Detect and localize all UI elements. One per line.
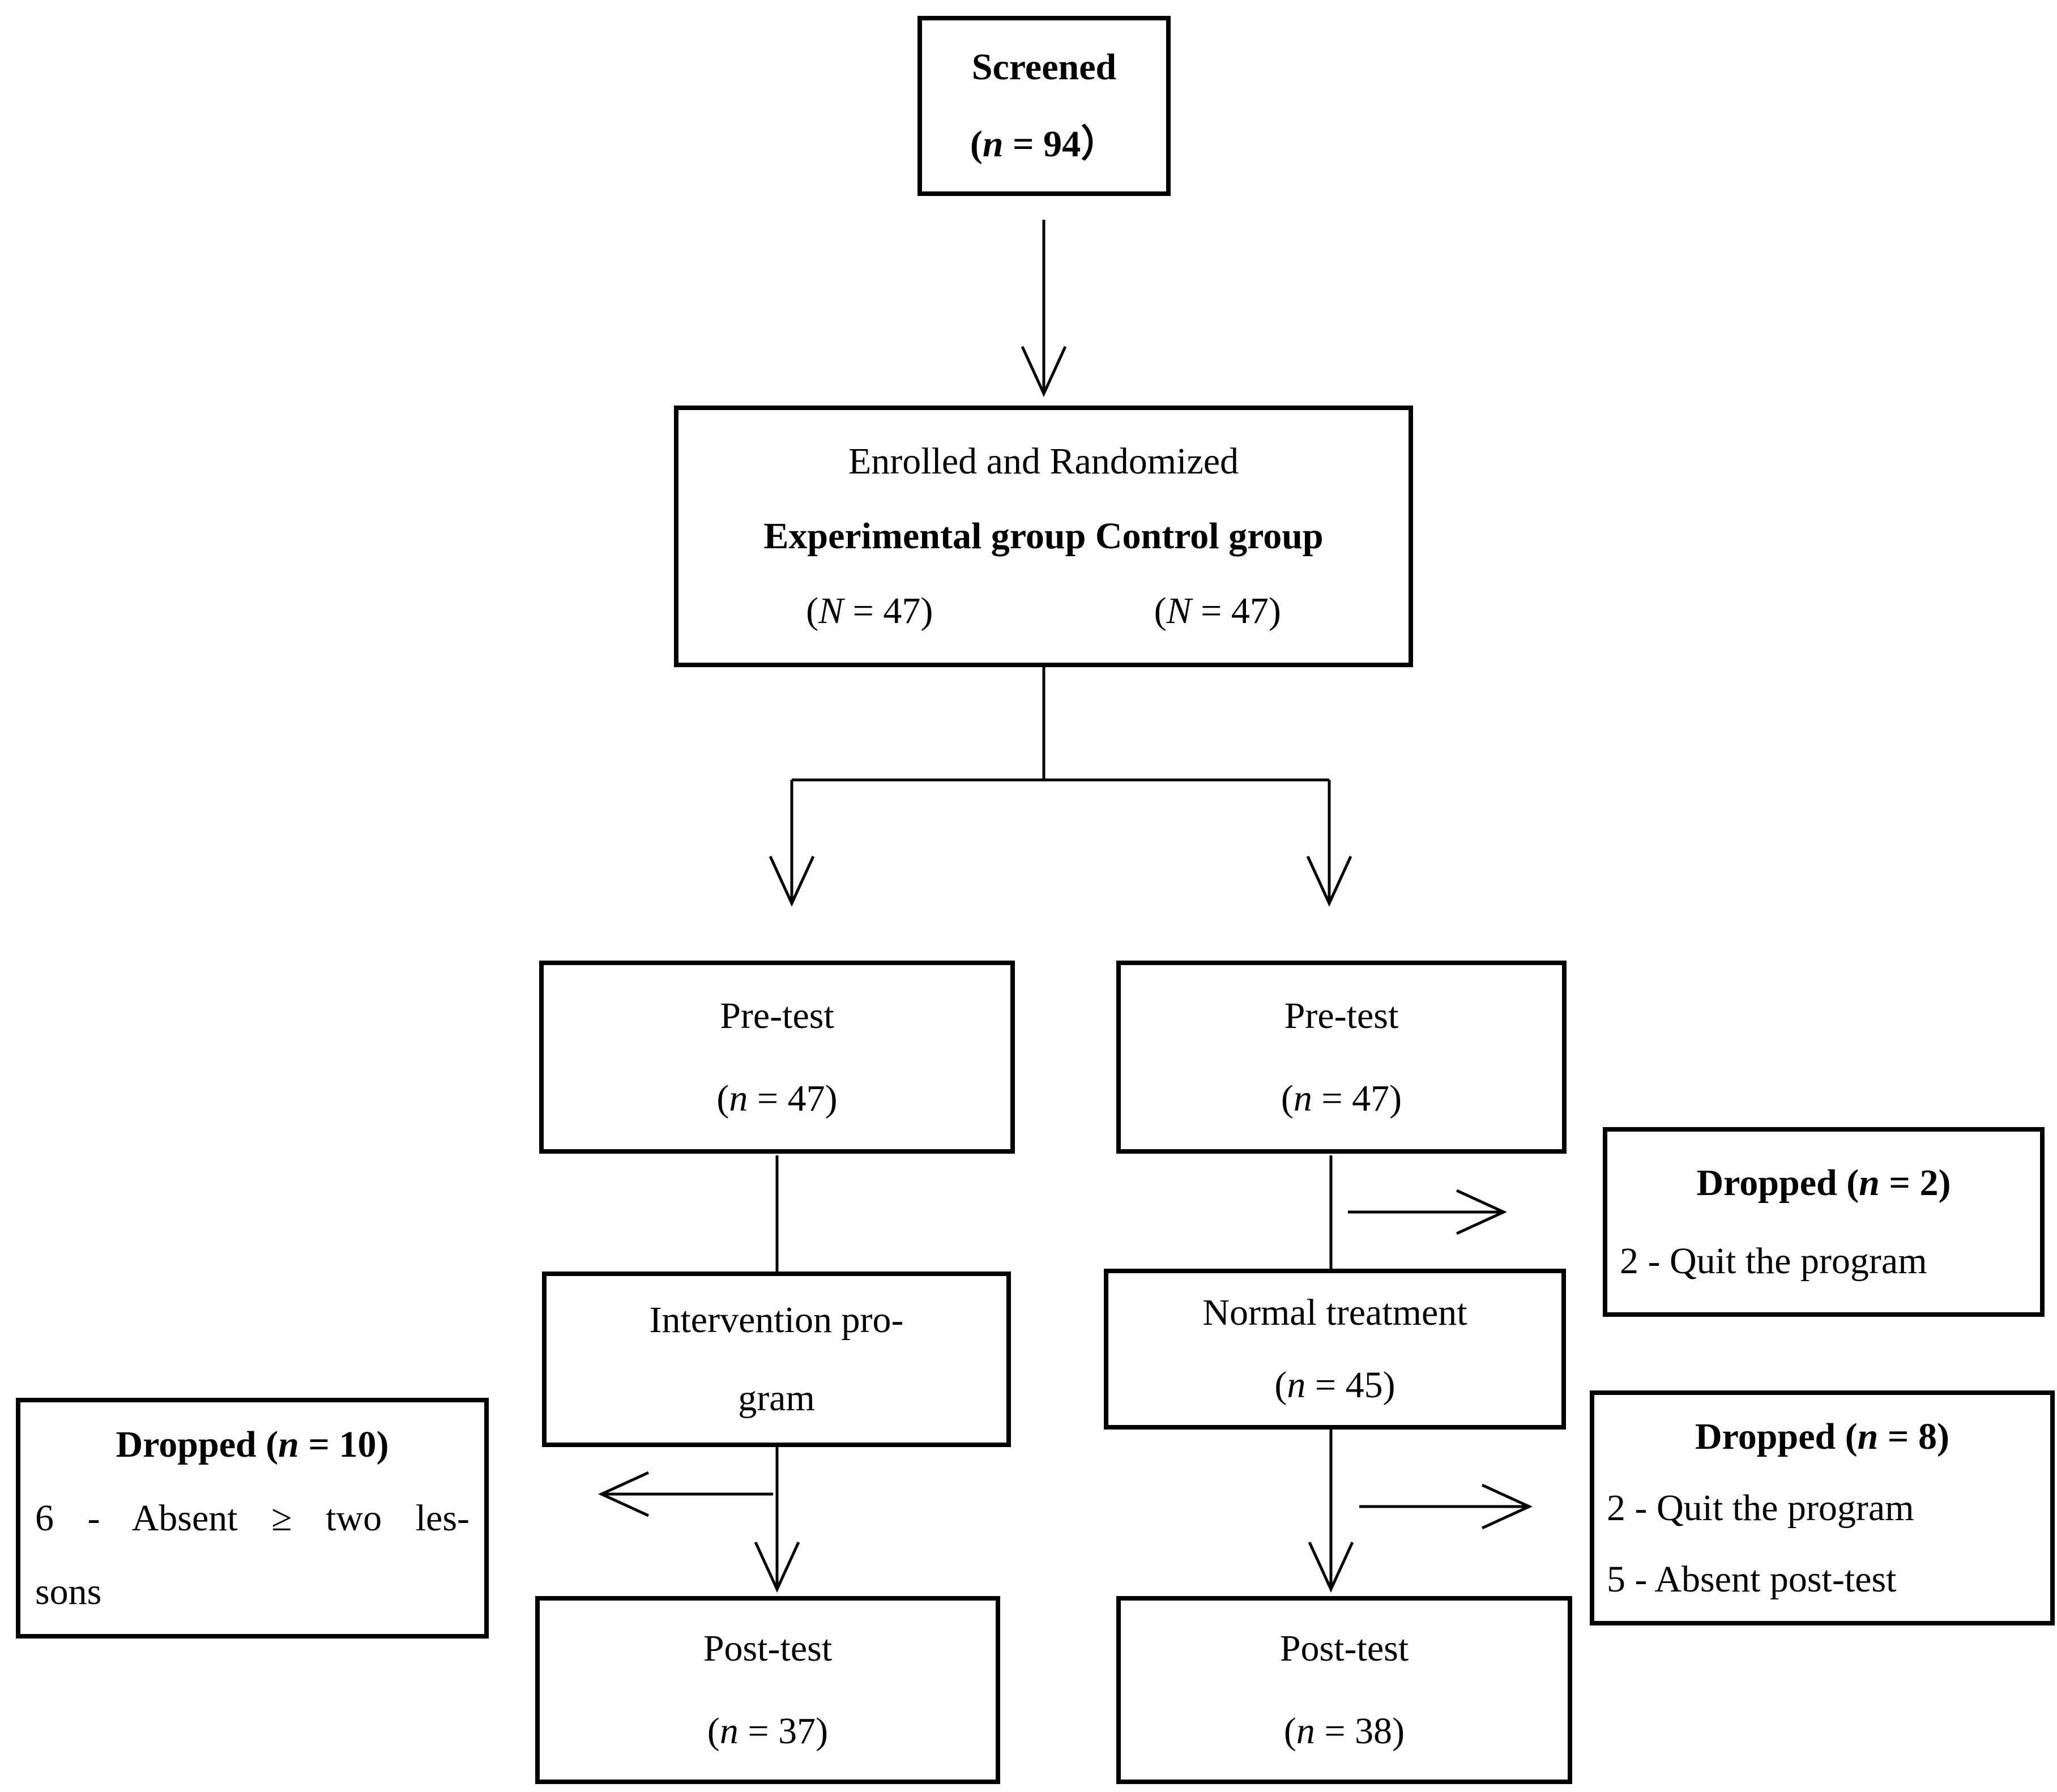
dropped-reason-line1: 6 - Absent ≥ two les-	[35, 1497, 470, 1539]
dropped-title: Dropped (n = 2)	[1620, 1164, 2028, 1202]
paren-open: (	[1283, 1710, 1296, 1752]
normal-treatment-title: Normal treatment	[1202, 1292, 1467, 1333]
paren-open: (	[1274, 1364, 1287, 1406]
arrow-to-dropped-8-head	[1481, 1483, 1533, 1530]
arrow-to-dropped-10-head	[598, 1471, 650, 1517]
N-symbol: N	[818, 590, 844, 632]
intervention-line2: gram	[738, 1377, 815, 1419]
screened-count: (n = 94）	[922, 126, 1166, 163]
dropped-reason-line2: sons	[35, 1571, 102, 1612]
paren-open: (	[716, 1077, 729, 1119]
arrow-to-pretest-left-head	[769, 855, 815, 907]
count-value: = 94）	[1003, 123, 1119, 165]
arrow-screened-to-enrolled-head	[1021, 345, 1067, 398]
n-symbol: n	[1859, 1162, 1880, 1204]
n-symbol: n	[278, 1423, 299, 1465]
posttest-title: Post-test	[703, 1628, 833, 1669]
n-symbol: n	[1287, 1364, 1306, 1406]
box-enrolled-randomized: Enrolled and Randomized Experimental gro…	[674, 406, 1413, 667]
box-intervention-program: Intervention pro- gram	[542, 1272, 1011, 1447]
box-posttest-control: Post-test (n = 38)	[1116, 1596, 1572, 1784]
dropped-count: = 2)	[1879, 1162, 1951, 1204]
count-value: = 47)	[843, 590, 933, 632]
dropped-reason-line2: 5 - Absent post-test	[1607, 1558, 1897, 1600]
dropped-reason-line1: 2 - Quit the program	[1607, 1487, 1914, 1529]
box-posttest-experimental: Post-test (n = 37)	[535, 1596, 1000, 1784]
count-value: = 38)	[1315, 1710, 1405, 1752]
arrow-normal-to-posttest-head	[1308, 1541, 1354, 1593]
posttest-title: Post-test	[1279, 1628, 1409, 1669]
arrow-to-dropped-2-head	[1456, 1189, 1508, 1235]
arrow-to-pretest-right-head	[1306, 855, 1352, 907]
box-dropped-control-pretest: Dropped (n = 2) 2 - Quit the program	[1603, 1127, 2045, 1317]
box-pretest-control: Pre-test (n = 47)	[1116, 961, 1567, 1154]
control-count: (N = 47)	[1154, 592, 1281, 630]
count-value: = 45)	[1305, 1364, 1395, 1406]
box-dropped-experimental: Dropped (n = 10) 6 - Absent ≥ two les- s…	[16, 1398, 489, 1639]
posttest-count: (n = 37)	[540, 1713, 996, 1750]
n-symbol: n	[982, 123, 1004, 165]
groups-line: Experimental group Control group	[763, 515, 1324, 557]
n-symbol: n	[1857, 1415, 1879, 1457]
dropped-title: Dropped (n = 10)	[35, 1426, 470, 1464]
count-value: = 47)	[1312, 1077, 1402, 1119]
pretest-title: Pre-test	[720, 995, 834, 1036]
count-value: = 47)	[1191, 590, 1281, 632]
n-symbol: n	[1293, 1077, 1312, 1119]
paren-open: (	[1281, 1077, 1294, 1119]
count-value: = 47)	[748, 1077, 838, 1119]
box-dropped-control-posttest: Dropped (n = 8) 2 - Quit the program 5 -…	[1590, 1390, 2055, 1625]
box-pretest-experimental: Pre-test (n = 47)	[539, 961, 1015, 1154]
N-symbol: N	[1166, 590, 1192, 632]
dropped-label: Dropped (	[1695, 1415, 1858, 1457]
dropped-title: Dropped (n = 8)	[1607, 1418, 2038, 1456]
dropped-count: = 8)	[1878, 1415, 1949, 1457]
intervention-line1: Intervention pro-	[649, 1299, 904, 1341]
dropped-label: Dropped (	[116, 1423, 279, 1465]
n-symbol: n	[719, 1710, 739, 1752]
pretest-title: Pre-test	[1284, 995, 1399, 1036]
count-value: = 37)	[738, 1710, 829, 1752]
screened-title: Screened	[971, 46, 1117, 88]
paren-open: (	[970, 123, 983, 165]
experimental-count: (N = 47)	[806, 592, 933, 630]
normal-treatment-count: (n = 45)	[1108, 1367, 1561, 1404]
arrow-intervention-to-posttest-head	[754, 1541, 800, 1593]
paren-open: (	[806, 590, 819, 632]
n-symbol: n	[1296, 1710, 1315, 1752]
posttest-count: (n = 38)	[1121, 1713, 1568, 1750]
pretest-count: (n = 47)	[544, 1080, 1010, 1117]
groups-counts: (N = 47) (N = 47)	[678, 592, 1409, 630]
paren-open: (	[1154, 590, 1167, 632]
n-symbol: n	[729, 1077, 748, 1119]
box-screened: Screened (n = 94）	[917, 16, 1171, 196]
dropped-label: Dropped (	[1696, 1162, 1859, 1204]
dropped-reason: 2 - Quit the program	[1620, 1240, 1927, 1282]
paren-open: (	[707, 1710, 720, 1752]
enrolled-line: Enrolled and Randomized	[848, 441, 1239, 482]
pretest-count: (n = 47)	[1121, 1080, 1562, 1117]
box-normal-treatment: Normal treatment (n = 45)	[1104, 1269, 1566, 1430]
dropped-count: = 10)	[298, 1423, 389, 1465]
